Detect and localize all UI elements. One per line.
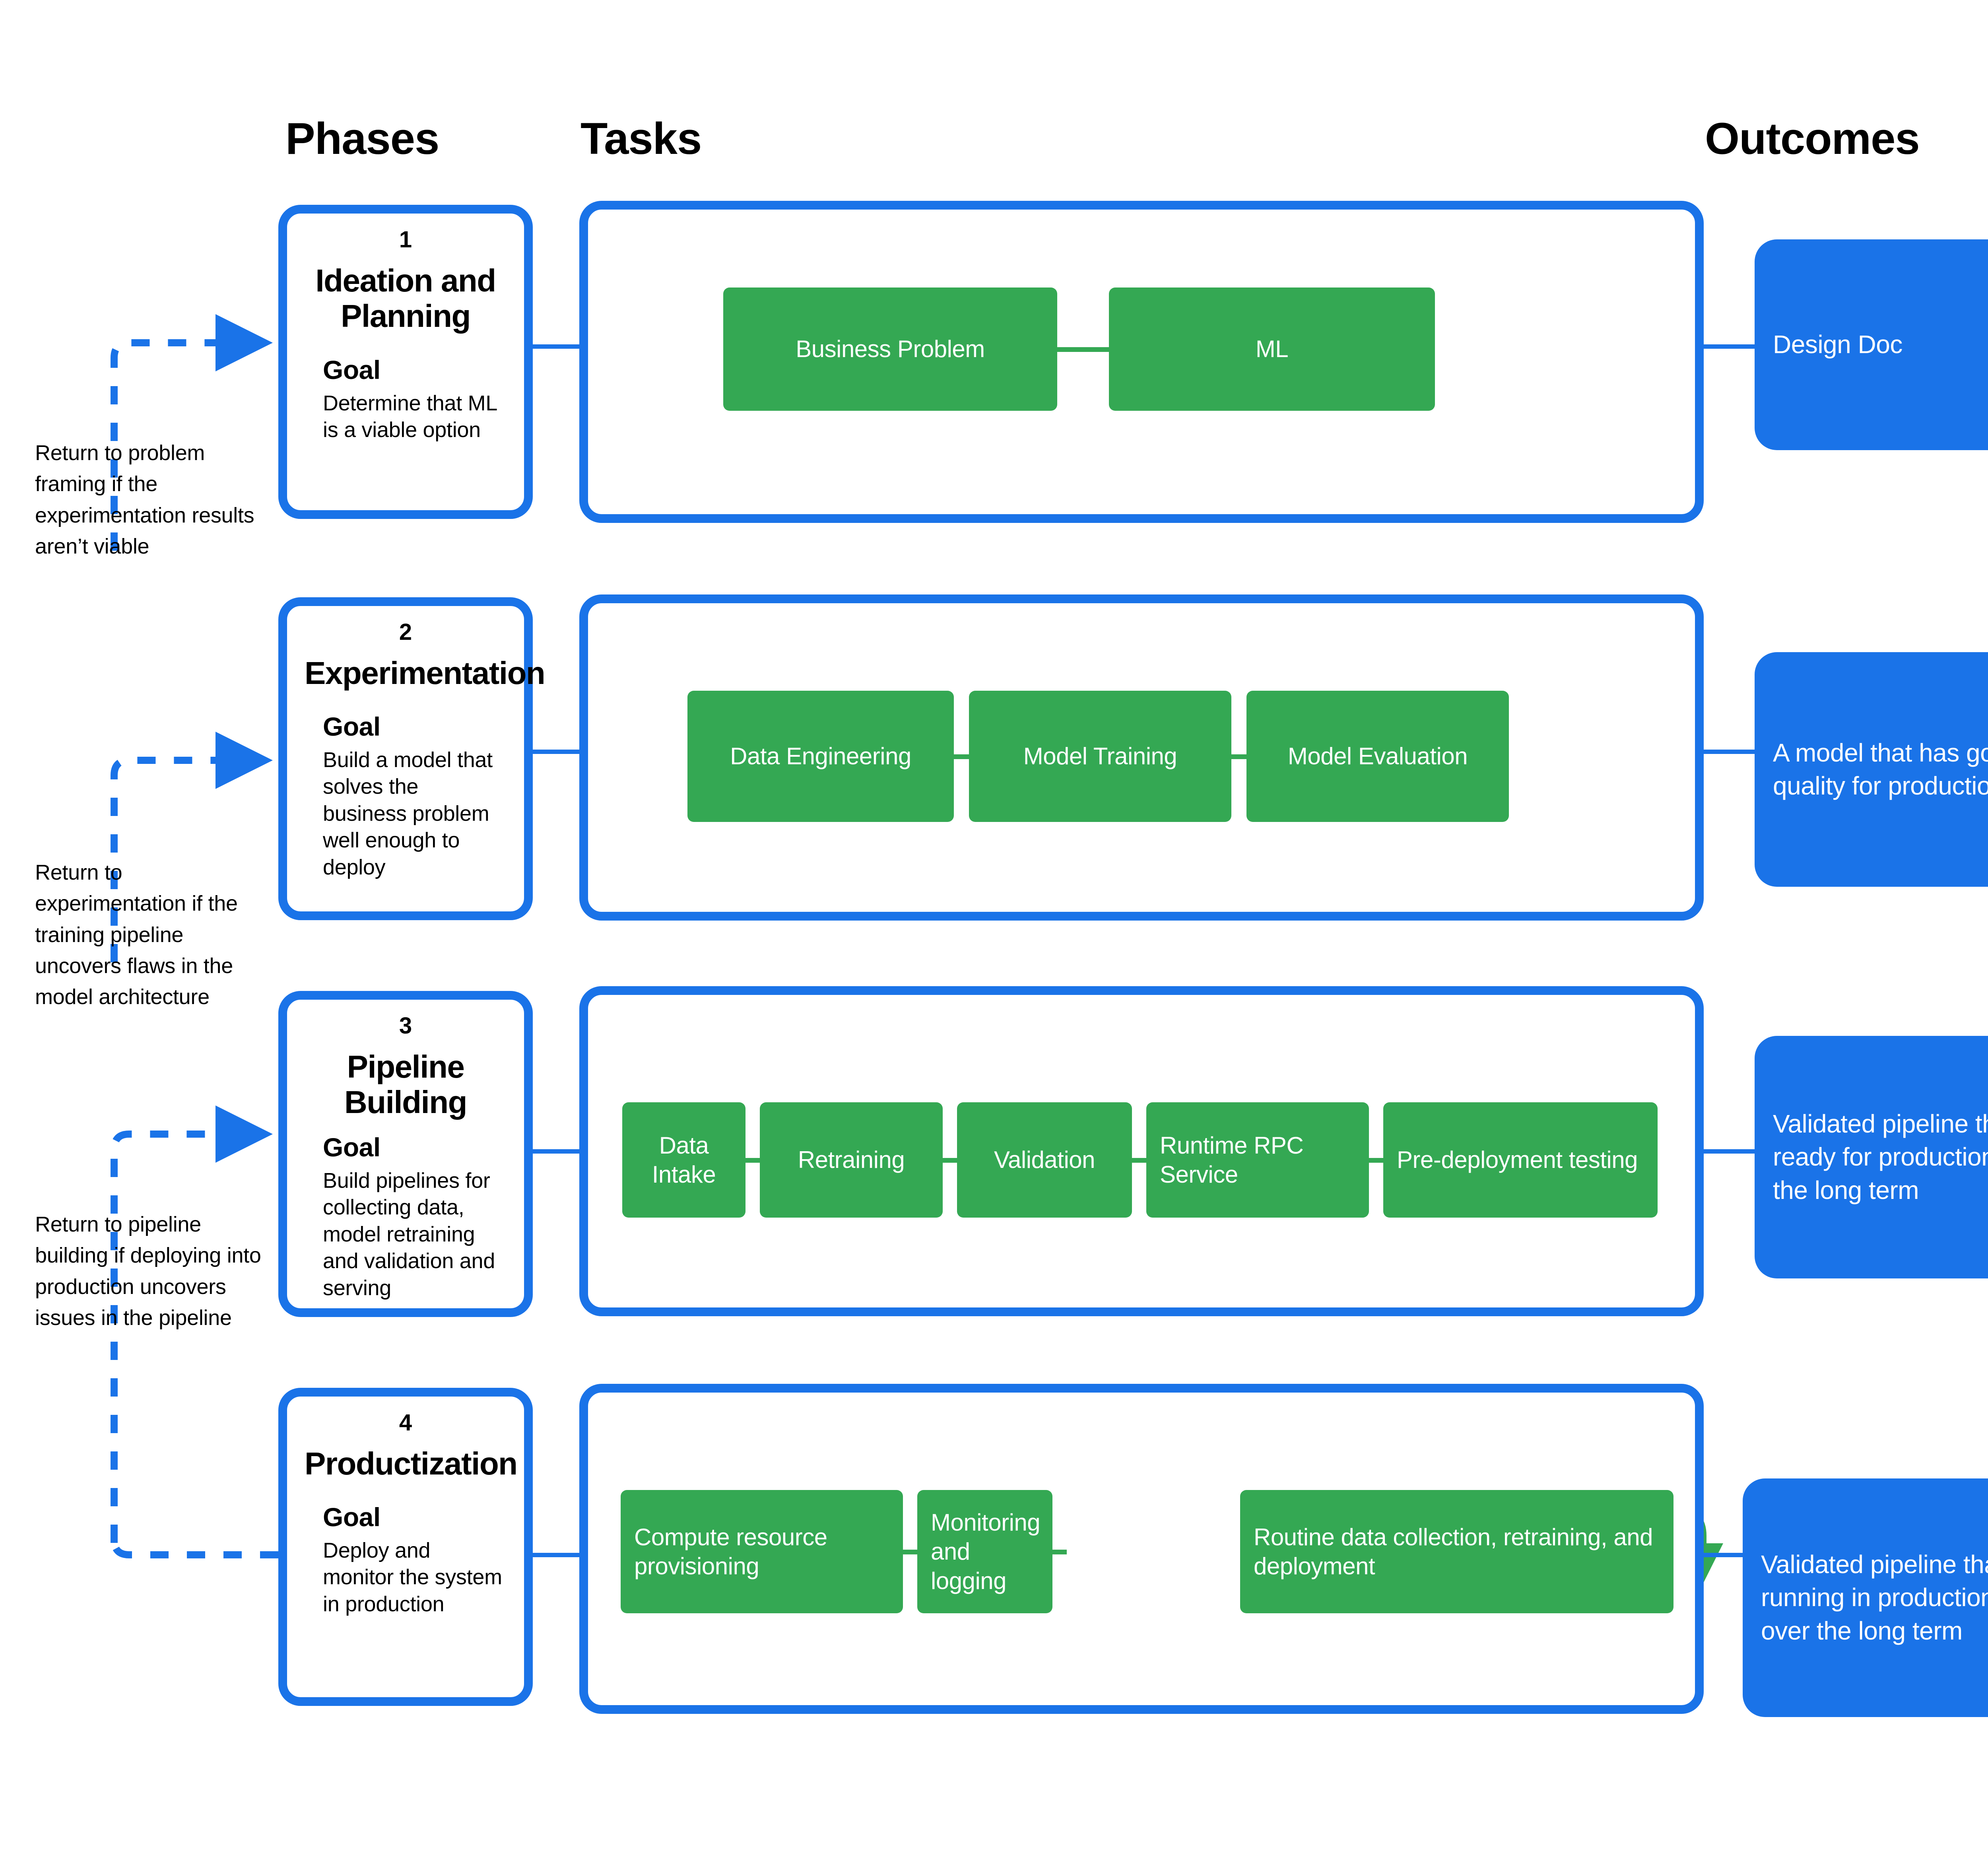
phase-goal-text-4: Deploy and monitor the system in product… [323,1538,502,1616]
phase-goal-label-4: Goal [323,1502,381,1532]
task-link-4b [1052,1550,1067,1554]
task-box-model-training[interactable]: Model Training [969,691,1231,822]
task-box-business-problem[interactable]: Business Problem [723,288,1057,411]
connector-phase2-tasks [533,750,580,754]
connector-tasks2-outcome [1704,750,1755,754]
phase-goal-label-3: Goal [323,1132,381,1162]
outcome-box-4[interactable]: Validated pipeline that’s running in pro… [1743,1478,1988,1717]
phase-card-2[interactable]: 2 Experimentation Goal Build a model tha… [278,597,546,920]
phase-title-3: Pipeline Building [344,1049,467,1120]
connector-tasks3-outcome [1704,1149,1755,1154]
phase-number-2: 2 [399,619,412,645]
task-link-3c [1132,1158,1146,1163]
task-box-monitoring-and-logging[interactable]: Monitoring and logging [917,1490,1052,1613]
task-box-pre-deployment-testing[interactable]: Pre-deployment testing [1383,1102,1658,1218]
outcome-box-3[interactable]: Validated pipeline that’s ready for prod… [1755,1036,1988,1278]
tasks-container-3: Data Intake Retraining Validation Runtim… [579,986,1704,1316]
connector-phase4-tasks [533,1553,580,1557]
connector-phase1-tasks [533,344,580,349]
outcome-box-1[interactable]: Design Doc [1755,239,1988,450]
task-box-data-intake[interactable]: Data Intake [622,1102,746,1218]
feedback-trunk-bottom [111,1531,278,1558]
annotation-return-to-problem-framing: Return to problem framing if the experim… [35,441,254,558]
task-box-routine-data-collection[interactable]: Routine data collection, retraining, and… [1240,1490,1673,1613]
task-box-model-evaluation[interactable]: Model Evaluation [1246,691,1509,822]
feedback-route-3 [111,1105,273,1543]
phase-card-3[interactable]: 3 Pipeline Building Goal Build pipelines… [278,991,533,1317]
phase-title-4: Productization [305,1445,518,1481]
phase-number-1: 1 [399,227,412,253]
task-link-3d [1369,1158,1383,1163]
phase-card-4[interactable]: 4 Productization Goal Deploy and monitor… [278,1388,533,1706]
task-box-ml[interactable]: ML [1109,288,1435,411]
task-box-runtime-rpc-service[interactable]: Runtime RPC Service [1146,1102,1369,1218]
phase-goal-label-2: Goal [323,712,381,742]
task-link-3a [746,1158,760,1163]
task-link-3b [943,1158,957,1163]
task-box-compute-resource-provisioning[interactable]: Compute resource provisioning [621,1490,903,1613]
annotation-return-to-pipeline-building: Return to pipeline building if deploying… [35,1212,261,1330]
phase-title-1: Ideation and Planning [315,262,496,334]
tasks-container-2: Data Engineering Model Training Model Ev… [579,594,1704,921]
task-link-2b [1231,754,1247,759]
tasks-container-1: Business Problem ML [579,201,1704,523]
task-link-2a [954,754,970,759]
phase-goal-text-3: Build pipelines for collecting data, mod… [323,1168,495,1300]
phase-goal-label-1: Goal [323,355,381,385]
task-box-data-engineering[interactable]: Data Engineering [687,691,954,822]
phase-title-2: Experimentation [305,655,546,691]
phase-goal-text-1: Determine that ML is a viable option [323,391,497,442]
column-header-outcomes: Outcomes [1705,114,1920,163]
connector-tasks4-outcome [1704,1553,1755,1557]
phase-goal-text-2: Build a model that solves the business p… [323,748,493,879]
annotation-return-to-experimentation: Return to experimentation if the trainin… [35,861,238,1009]
column-header-tasks: Tasks [580,114,702,163]
phase-card-1[interactable]: 1 Ideation and Planning Goal Determine t… [278,205,533,519]
connector-phase3-tasks [533,1149,580,1154]
outcome-box-2[interactable]: A model that has good quality for produc… [1755,652,1988,887]
task-link-4a [903,1550,917,1554]
phase-number-3: 3 [399,1013,412,1039]
task-link-1 [1057,347,1109,352]
column-header-phases: Phases [285,114,439,163]
task-box-validation[interactable]: Validation [957,1102,1132,1218]
phase-number-4: 4 [399,1410,412,1436]
task-box-retraining[interactable]: Retraining [760,1102,943,1218]
connector-tasks1-outcome [1704,344,1755,349]
tasks-container-4: Compute resource provisioning Monitoring… [579,1384,1704,1714]
